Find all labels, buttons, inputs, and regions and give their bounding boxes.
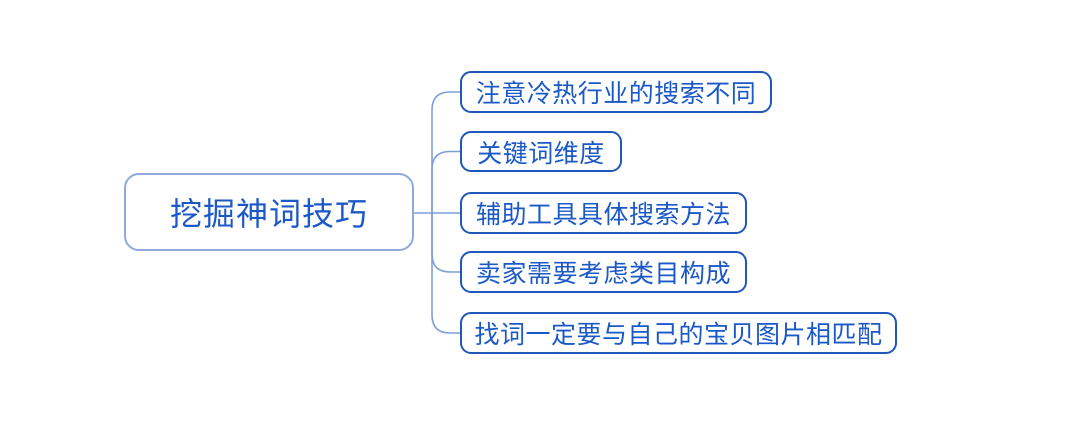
root-topic-node[interactable]: 挖掘神词技巧 (124, 173, 414, 251)
root-topic-label: 挖掘神词技巧 (169, 196, 368, 232)
connector-child-2 (431, 150, 460, 213)
child-topic-label-3: 辅助工具具体搜索方法 (475, 202, 731, 229)
child-topic-node-4[interactable]: 卖家需要考虑类目构成 (460, 251, 747, 293)
child-topic-label-1: 注意冷热行业的搜索不同 (475, 81, 757, 108)
child-topic-node-1[interactable]: 注意冷热行业的搜索不同 (460, 71, 772, 113)
connector-child-1 (431, 91, 460, 213)
child-topic-label-5: 找词一定要与自己的宝贝图片相匹配 (474, 322, 883, 349)
child-topic-node-5[interactable]: 找词一定要与自己的宝贝图片相匹配 (460, 312, 897, 354)
child-topic-node-2[interactable]: 关键词维度 (460, 131, 622, 172)
child-topic-label-2: 关键词维度 (477, 140, 605, 168)
connector-child-5 (431, 213, 460, 334)
connector-child-4 (431, 213, 460, 273)
child-topic-label-4: 卖家需要考虑类目构成 (475, 261, 731, 288)
child-topic-node-3[interactable]: 辅助工具具体搜索方法 (460, 192, 747, 234)
